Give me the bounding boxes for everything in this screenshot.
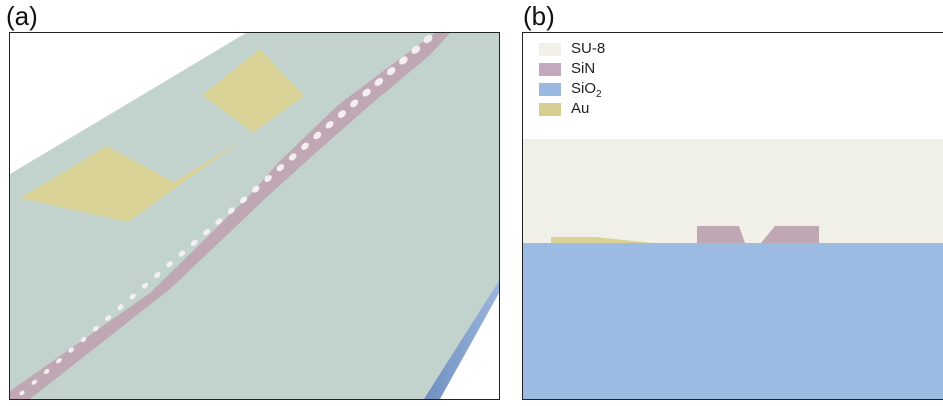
crystal-hole [276,164,285,172]
crystal-hole [190,239,198,246]
photonic-crystal-holes [19,34,433,396]
crystal-hole [203,228,210,236]
crystal-hole [105,315,112,321]
legend-swatch [539,83,561,96]
legend-label: Au [571,100,590,117]
crystal-hole [411,45,421,54]
legend-label: SiO2 [571,80,602,100]
crystal-hole [399,56,408,65]
crystal-hole [117,304,124,311]
sin-rib-left [697,226,745,243]
legend-swatch [539,43,561,56]
panel-label-b: (b) [523,1,555,31]
crystal-hole [264,175,272,182]
crystal-hole [362,88,371,97]
crystal-hole [301,142,309,150]
crystal-hole [252,185,260,193]
crystal-hole [313,131,322,140]
legend-swatch [539,103,561,116]
crystal-hole [129,293,136,300]
sio2-substrate [523,243,943,399]
panel-a-3d-view [9,32,500,400]
crystal-hole [68,347,75,353]
crystal-hole [227,207,235,214]
crystal-hole [141,282,149,289]
crystal-hole [80,336,87,343]
crystal-hole [215,218,223,225]
sin-waveguide [10,33,450,399]
crystal-hole [325,121,334,129]
sin-rib-right [761,226,819,243]
crystal-hole [92,325,99,332]
crystal-hole [288,153,297,161]
crystal-hole [350,99,359,108]
gold-electrode-cross-section [551,237,653,243]
crystal-hole [374,77,384,86]
legend-swatch [539,63,561,76]
crystal-hole [56,358,62,364]
crystal-hole [337,110,346,118]
legend-label: SiN [571,60,596,77]
crystal-hole [31,379,38,385]
crystal-hole [43,368,50,375]
panel-label-a: (a) [6,1,38,31]
legend-label: SU-8 [571,40,606,57]
gold-electrode [20,49,304,222]
crystal-hole [178,250,186,257]
crystal-hole [386,67,396,76]
crystal-hole [19,390,25,396]
crystal-hole [423,34,433,44]
cross-section-illustration [523,139,943,399]
crystal-hole [154,271,161,279]
crystal-hole [166,261,173,268]
crystal-hole [239,196,248,204]
device-3d-illustration [10,33,499,399]
